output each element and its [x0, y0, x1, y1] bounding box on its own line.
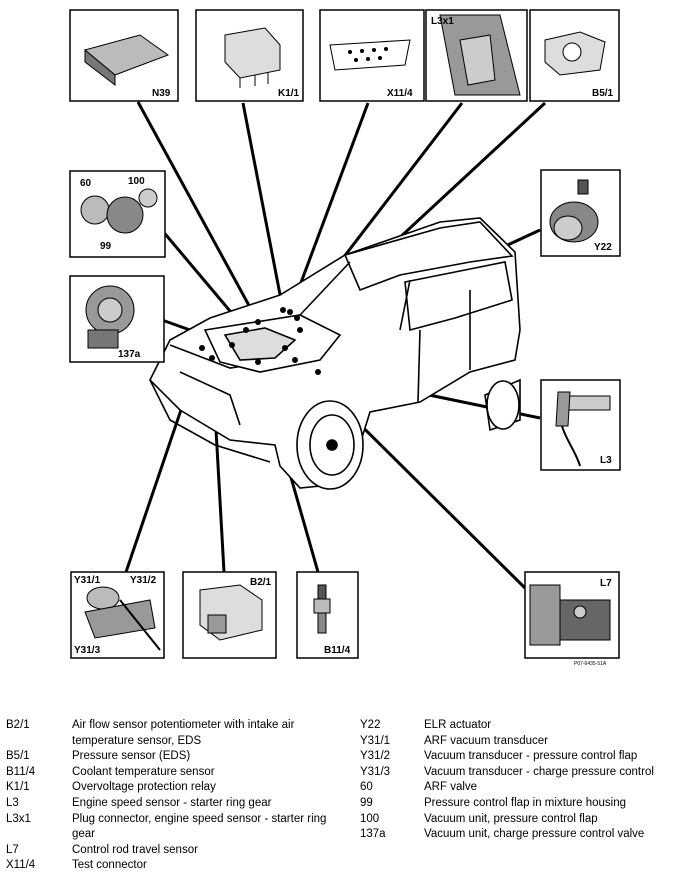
- legend-description: Vacuum unit, charge pressure control val…: [424, 828, 645, 841]
- legend-left: B2/1 Air flow sensor potentiometer with i…: [6, 718, 336, 874]
- legend-code: L3x1: [6, 812, 31, 825]
- label-100: 100: [128, 176, 145, 187]
- inset-l3x1: L3x1: [425, 9, 528, 102]
- inset-k1-1: K1/1: [195, 9, 304, 102]
- legend-row: K1/1 Overvoltage protection relay: [6, 780, 336, 796]
- legend-code: 100: [360, 812, 380, 825]
- legend-description: Plug connector, engine speed sensor - st…: [72, 812, 327, 841]
- label-n39: N39: [152, 88, 171, 99]
- legend-row: B2/1 Air flow sensor potentiometer with i…: [6, 718, 336, 749]
- label-l3: L3: [600, 455, 612, 466]
- legend-row: 99 Pressure control flap in mixture housi…: [360, 796, 670, 812]
- inset-b11-4: B11/4: [296, 571, 359, 659]
- label-y31-3: Y31/3: [74, 645, 101, 656]
- label-y22: Y22: [594, 242, 612, 253]
- label-x11-4: X11/4: [387, 88, 413, 99]
- legend-code: L7: [6, 843, 19, 856]
- label-60: 60: [80, 178, 92, 189]
- legend-description: Overvoltage protection relay: [72, 781, 216, 794]
- figure-reference: P07-6435-51A: [574, 661, 607, 667]
- inset-n39: N39: [69, 9, 179, 102]
- legend-row: Y22 ELR actuator: [360, 718, 670, 734]
- legend-description: Test connector: [72, 859, 147, 872]
- legend-code: Y31/3: [360, 765, 391, 778]
- legend-row: B5/1 Pressure sensor (EDS): [6, 749, 336, 765]
- legend-description: ELR actuator: [424, 719, 492, 731]
- inset-y31: Y31/1 Y31/2 Y31/3: [70, 571, 165, 659]
- legend-row: L3 Engine speed sensor - starter ring gea…: [6, 796, 336, 812]
- legend-description: ARF vacuum transducer: [424, 734, 548, 747]
- legend-description: Coolant temperature sensor: [72, 765, 215, 778]
- legend-row: 100 Vacuum unit, pressure control flap: [360, 812, 670, 828]
- legend-code: 137a: [360, 828, 386, 841]
- label-99: 99: [100, 241, 112, 252]
- inset-l7: L7 P07-6435-51A: [524, 571, 620, 667]
- car-illustration: [149, 217, 521, 490]
- legend-description: Pressure control flap in mixture housing: [424, 796, 626, 809]
- legend-row: 137a Vacuum unit, charge pressure control…: [360, 827, 670, 843]
- legend-code: Y22: [360, 719, 381, 731]
- legend-row: B11/4 Coolant temperature sensor: [6, 765, 336, 781]
- legend-code: K1/1: [6, 781, 30, 794]
- legend-description: Vacuum transducer - charge pressure cont…: [424, 765, 654, 778]
- label-b2-1: B2/1: [250, 577, 272, 588]
- inset-l3: L3: [540, 379, 621, 471]
- legend-description: Vacuum unit, pressure control flap: [424, 812, 598, 825]
- legend-row: L3x1 Plug connector, engine speed sensor …: [6, 812, 336, 843]
- legend-code: B2/1: [6, 719, 30, 731]
- legend-description: ARF valve: [424, 781, 478, 794]
- component-location-diagram: N39 K1/1 X11/4 L3x1 B5/1 60 100 99: [69, 9, 621, 667]
- connection-points: [199, 307, 321, 375]
- legend-code: 60: [360, 781, 373, 794]
- legend-description: Air flow sensor potentiometer with intak…: [72, 719, 295, 747]
- label-y31-2: Y31/2: [130, 575, 157, 586]
- inset-137a: 137a: [69, 275, 165, 363]
- legend-row: Y31/3 Vacuum transducer - charge pressure…: [360, 765, 670, 781]
- legend-row: X11/4 Test connector: [6, 858, 336, 874]
- legend-row: L7 Control rod travel sensor: [6, 843, 336, 859]
- label-b5-1: B5/1: [592, 88, 614, 99]
- inset-turbo-60-100-99: 60 100 99: [69, 170, 166, 258]
- legend-code: Y31/2: [360, 750, 391, 763]
- inset-b5-1: B5/1: [529, 9, 620, 102]
- legend-row: Y31/1 ARF vacuum transducer: [360, 734, 670, 750]
- legend-row: 60 ARF valve: [360, 780, 670, 796]
- label-y31-1: Y31/1: [74, 575, 101, 586]
- legend-code: L3: [6, 796, 19, 809]
- legend-code: B11/4: [6, 765, 36, 778]
- label-137a: 137a: [118, 349, 141, 360]
- legend-description: Pressure sensor (EDS): [72, 750, 191, 763]
- inset-b2-1: B2/1: [182, 571, 277, 659]
- inset-x11-4: X11/4: [319, 9, 425, 102]
- label-l7: L7: [600, 578, 612, 589]
- legend-description: Control rod travel sensor: [72, 843, 198, 856]
- legend-code: 99: [360, 796, 373, 809]
- legend-code: Y31/1: [360, 734, 391, 747]
- legend-description: Vacuum transducer - pressure control fla…: [424, 750, 638, 763]
- label-b11-4: B11/4: [324, 645, 351, 656]
- label-k1-1: K1/1: [278, 88, 300, 99]
- inset-y22: Y22: [540, 169, 621, 257]
- legend-code: B5/1: [6, 750, 30, 763]
- legend-description: Engine speed sensor - starter ring gear: [72, 796, 272, 809]
- legend-code: X11/4: [6, 859, 36, 872]
- legend-row: Y31/2 Vacuum transducer - pressure contro…: [360, 749, 670, 765]
- label-l3x1: L3x1: [431, 16, 454, 27]
